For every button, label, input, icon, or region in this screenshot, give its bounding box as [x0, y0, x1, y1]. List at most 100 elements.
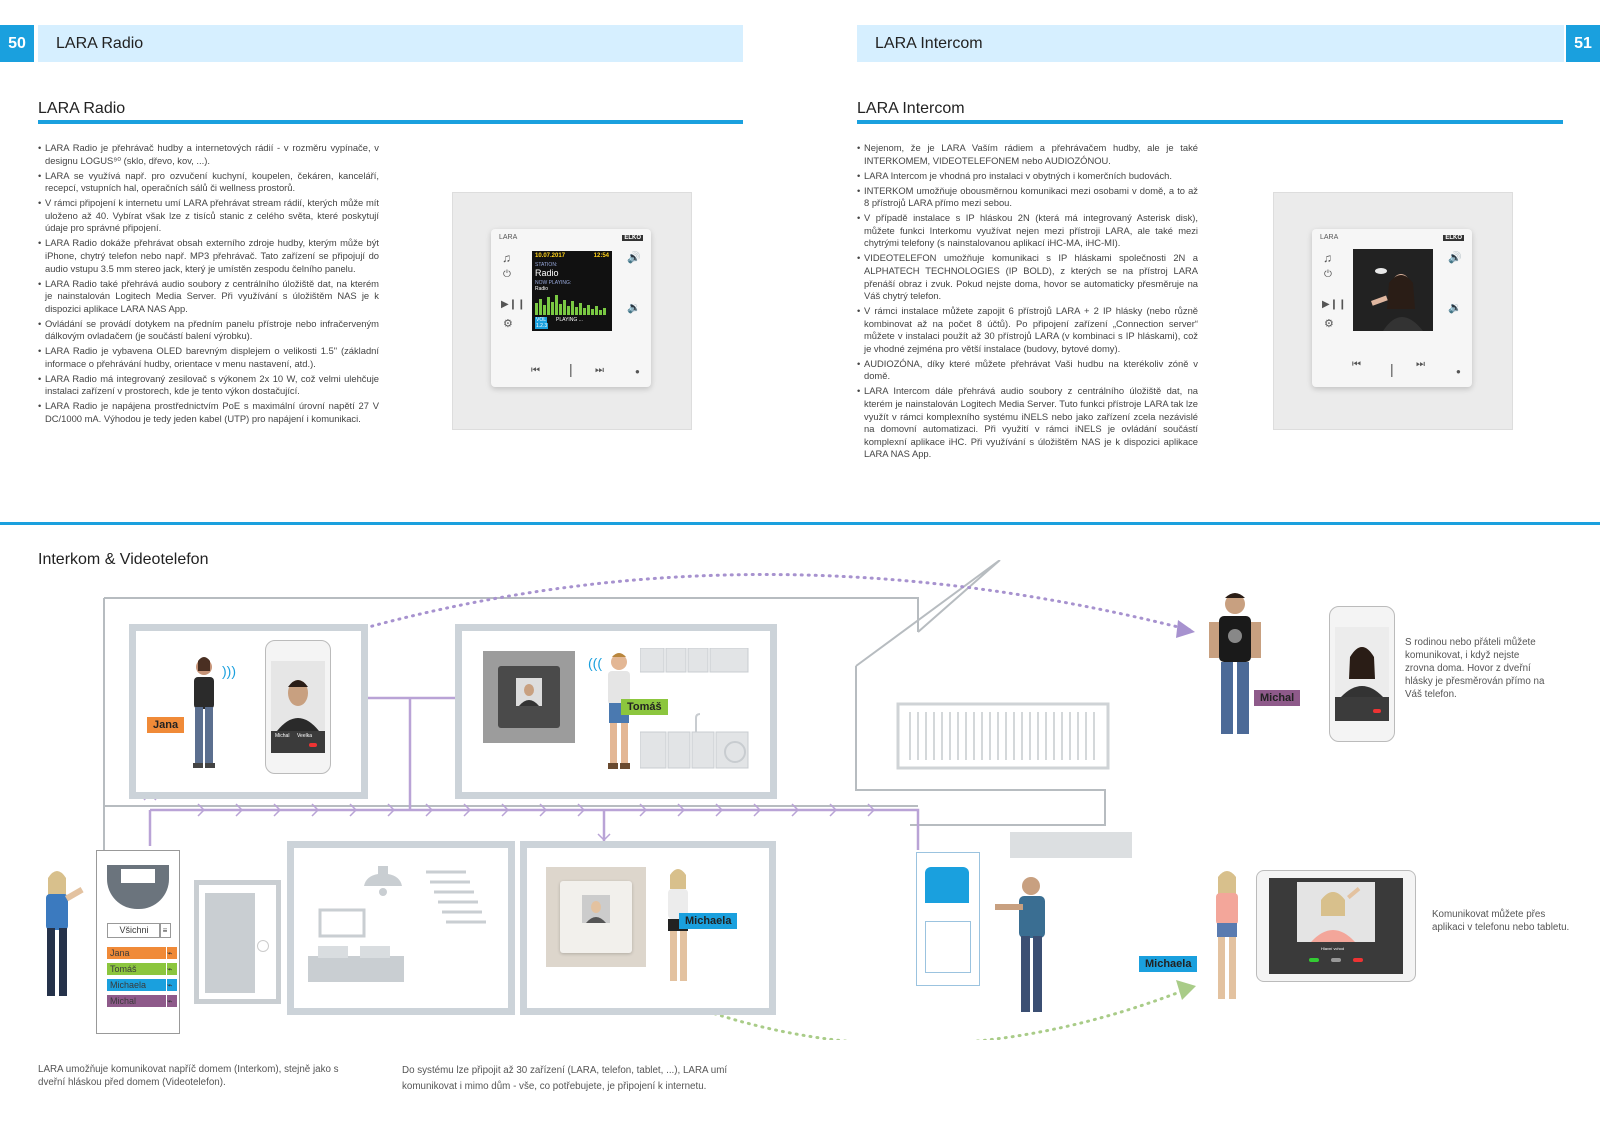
name-tag-tomas: Tomáš	[621, 699, 668, 715]
display-station: Radio	[535, 268, 559, 278]
smartphone-michal	[1329, 606, 1395, 742]
next-track-icon: ⏭	[595, 365, 604, 376]
lara-intercom-device: LARA ELKO ♫ ⏻ ▶❙❙ ⚙ 🔊 🔉 ⏮ | ⏭ ●	[1312, 229, 1472, 387]
caller-name-2: Veelka	[297, 733, 313, 739]
room-jana	[129, 624, 368, 799]
oled-display: 10.07.2017 12:54 STATION: Radio NOW PLAY…	[532, 251, 612, 331]
music-note-icon: ♫	[1323, 251, 1332, 265]
answer-call-icon[interactable]	[1309, 958, 1319, 962]
front-door	[194, 880, 281, 1004]
elko-logo: ELKO	[1443, 235, 1464, 241]
call-icon[interactable]: ⌁	[167, 995, 177, 1007]
header-bar-right: LARA Intercom	[857, 25, 1564, 62]
bullet-item: LARA Intercom je vhodná pro instalaci v …	[857, 170, 1198, 183]
caption-system-capacity: Do systému lze připojit až 30 zařízení (…	[402, 1065, 728, 1092]
display-time: 12:54	[593, 253, 609, 259]
bullet-list-left: LARA Radio je přehrávač hudby a internet…	[38, 142, 379, 428]
volume-up-icon: 🔊	[1448, 252, 1462, 264]
ir-sensor-dot-icon: ●	[635, 367, 640, 376]
bullet-item: LARA Intercom dále přehrává audio soubor…	[857, 385, 1198, 461]
diagram-title: Interkom & Videotelefon	[38, 551, 209, 568]
tablet-device: Hlavní vchod	[1256, 870, 1416, 982]
person-woman-at-door	[46, 871, 84, 996]
tablet-screen: Hlavní vchod	[1269, 878, 1403, 974]
elko-logo: ELKO	[622, 235, 643, 241]
bullet-item: LARA Radio má integrovaný zesilovač s vý…	[38, 373, 379, 398]
person-michaela-tablet	[1216, 871, 1238, 999]
person-jana	[193, 657, 215, 768]
ir-sensor-dot-icon: ●	[1456, 367, 1461, 376]
hang-up-icon[interactable]	[309, 743, 317, 747]
section-rule-right	[857, 120, 1563, 124]
contact-button-michal[interactable]: Michal	[107, 995, 166, 1007]
header-bar-left: LARA Radio	[38, 25, 743, 62]
door-handle	[257, 940, 269, 952]
separator-bar-icon: |	[1390, 361, 1394, 377]
lara-radio-product-image: LARA ELKO ♫ ⏻ ▶❙❙ ⚙ 🔊 🔉 10.07.2017 12:54…	[452, 192, 692, 430]
caption-app-tablet: Komunikovat můžete přes aplikaci v telef…	[1432, 909, 1570, 933]
previous-track-icon: ⏮	[1352, 359, 1361, 370]
separator-bar-icon: |	[569, 361, 573, 377]
page-number-left: 50	[0, 25, 34, 62]
bullet-item: VIDEOTELEFON umožňuje komunikaci s IP hl…	[857, 252, 1198, 302]
panel-video-portrait	[582, 895, 610, 923]
bullet-item: LARA Radio je vybavena OLED barevným dis…	[38, 345, 379, 370]
hang-up-icon[interactable]	[1373, 709, 1381, 713]
volume-down-icon: 🔉	[1448, 302, 1462, 314]
display-vol: VOL	[535, 317, 548, 323]
sound-waves-icon: (((	[588, 655, 602, 671]
play-pause-icon: ▶❙❙	[1322, 299, 1347, 310]
lara-wall-panel-dark	[483, 651, 575, 743]
door-panel	[205, 893, 255, 993]
contact-button-michaela[interactable]: Michaela	[107, 979, 166, 991]
video-caller-portrait	[1353, 249, 1433, 331]
settings-gear-icon: ⚙	[503, 318, 513, 330]
bullet-item: V případě instalace s IP hláskou 2N (kte…	[857, 212, 1198, 250]
volume-up-icon: 🔊	[627, 252, 641, 264]
call-icon[interactable]: ⌁	[167, 979, 177, 991]
call-icon[interactable]: ⌁	[167, 947, 177, 959]
panel-face	[560, 881, 632, 953]
bullet-item: LARA Radio je přehrávač hudby a internet…	[38, 142, 379, 167]
page-divider	[0, 522, 1600, 525]
phone-screen: Michal Veelka	[271, 661, 325, 753]
contact-filter-select[interactable]: Všichni	[107, 923, 161, 938]
volume-down-icon: 🔉	[627, 302, 641, 314]
power-icon: ⏻	[1324, 269, 1332, 280]
bullet-item: LARA Radio dokáže přehrávat obsah extern…	[38, 237, 379, 275]
phone-screen	[1335, 627, 1389, 721]
contact-button-jana[interactable]: Jana	[107, 947, 166, 959]
lara-radio-device: LARA ELKO ♫ ⏻ ▶❙❙ ⚙ 🔊 🔉 10.07.2017 12:54…	[491, 229, 651, 387]
tablet-screen-title: Hlavní vchod	[1321, 946, 1345, 951]
page-number-right: 51	[1566, 25, 1600, 62]
unlock-door-icon[interactable]	[1331, 958, 1341, 962]
menu-icon[interactable]: ≡	[159, 923, 171, 938]
device-brand-label: LARA	[1320, 234, 1339, 241]
ip-door-station	[916, 852, 980, 986]
panel-video-portrait	[516, 678, 542, 706]
bullet-item: Ovládání se provádí dotykem na předním p…	[38, 318, 379, 343]
caller-portrait	[1335, 627, 1389, 697]
display-now-label: NOW PLAYING:	[535, 280, 572, 286]
call-icon[interactable]: ⌁	[167, 963, 177, 975]
bullet-item: Nejenom, že je LARA Vaším rádiem a přehr…	[857, 142, 1198, 167]
hang-up-icon[interactable]	[1353, 958, 1363, 962]
person-tomas	[608, 653, 630, 769]
caption-intercom-description: LARA umožňuje komunikovat napříč domem (…	[38, 1064, 339, 1088]
power-icon: ⏻	[503, 269, 511, 280]
device-brand-label: LARA	[499, 234, 518, 241]
button-panel[interactable]	[925, 921, 971, 973]
caption-phone-redirect: S rodinou nebo přáteli můžete komunikova…	[1405, 637, 1545, 700]
person-michal	[1209, 593, 1261, 734]
name-tag-michaela-2: Michaela	[1139, 956, 1198, 972]
person-man-at-door	[995, 877, 1045, 1012]
bullet-item: V rámci instalace můžete zapojit 6 příst…	[857, 305, 1198, 355]
bullet-item: AUDIOZÓNA, díky které můžete přehrávat V…	[857, 358, 1198, 383]
name-tag-jana: Jana	[147, 717, 185, 733]
header-title-right: LARA Intercom	[875, 34, 983, 52]
display-station-label: STATION:	[535, 262, 558, 268]
bullet-item: LARA Radio také přehrává audio soubory z…	[38, 278, 379, 316]
display-equalizer	[535, 295, 606, 315]
contact-button-tomas[interactable]: Tomáš	[107, 963, 166, 975]
room-bedroom	[287, 841, 515, 1015]
